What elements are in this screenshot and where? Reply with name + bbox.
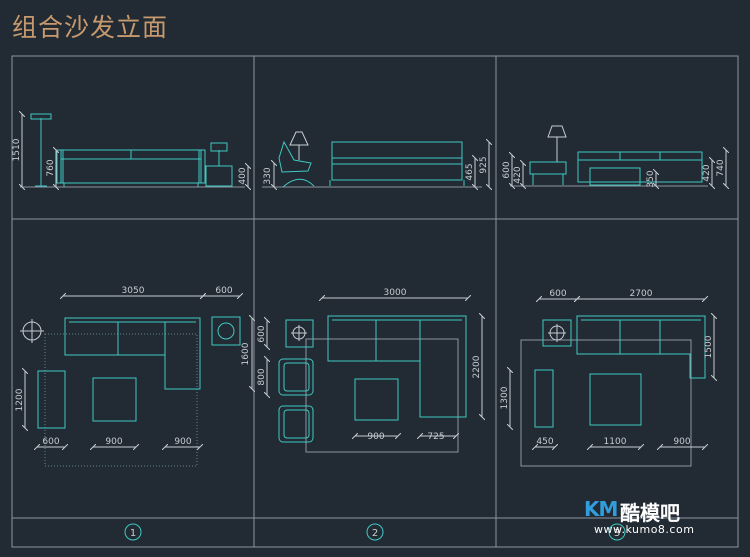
dim-label: 400 [238,167,248,184]
dim-label: 600 [502,161,512,178]
watermark: KM 酷模吧 www.kumo8.com [584,497,704,541]
plan-2-dimensions [267,298,482,436]
grid-frame [11,55,739,548]
plan-1 [20,316,241,467]
plan-1-dimensions [25,296,252,447]
dim-label: 1500 [704,335,714,358]
dim-label: 3050 [122,286,145,296]
dim-label: 330 [263,167,273,184]
dim-label: 1300 [500,386,510,409]
dim-label: 800 [257,368,267,385]
elevation-1-dimensions [22,114,248,187]
dim-label: 3000 [384,288,407,298]
dim-label: 1100 [604,437,627,447]
watermark-name: 酷模吧 [620,501,680,525]
dim-label: 2200 [472,355,482,378]
watermark-logo: KM [584,497,618,521]
page-title: 组合沙发立面 [12,13,169,42]
dim-label: 2700 [630,289,653,299]
view-marker-3: 3 [614,528,620,539]
dim-label: 900 [174,437,191,447]
dim-label: 1510 [12,138,22,161]
dim-label: 420 [702,164,712,181]
view-marker-2: 2 [372,528,378,539]
dim-label: 900 [105,437,122,447]
dim-label: 1200 [15,388,25,411]
elevation-3 [510,125,708,187]
dim-label: 600 [215,286,232,296]
dim-label: 900 [367,432,384,442]
watermark-url: www.kumo8.com [594,523,695,536]
dim-label: 760 [46,159,56,176]
view-markers [124,523,626,541]
dim-label: 1600 [241,342,251,365]
dim-label: 600 [549,289,566,299]
dim-label: 600 [257,325,267,342]
dim-label: 725 [427,432,444,442]
elevation-2-dimensions [274,142,489,187]
elevation-3-dimensions [512,150,726,186]
dim-label: 900 [673,437,690,447]
dim-label: 450 [536,437,553,447]
elevation-2 [262,131,482,188]
dim-label: 740 [716,159,726,176]
plan-2 [278,315,467,453]
dim-label: 925 [479,156,489,173]
dim-label: 350 [646,170,656,187]
view-marker-1: 1 [130,528,136,539]
plan-3-dimensions [510,299,714,447]
dim-label: 600 [42,437,59,447]
plan-3 [520,315,706,467]
dim-label: 420 [513,166,523,183]
dim-label: 465 [465,163,475,180]
